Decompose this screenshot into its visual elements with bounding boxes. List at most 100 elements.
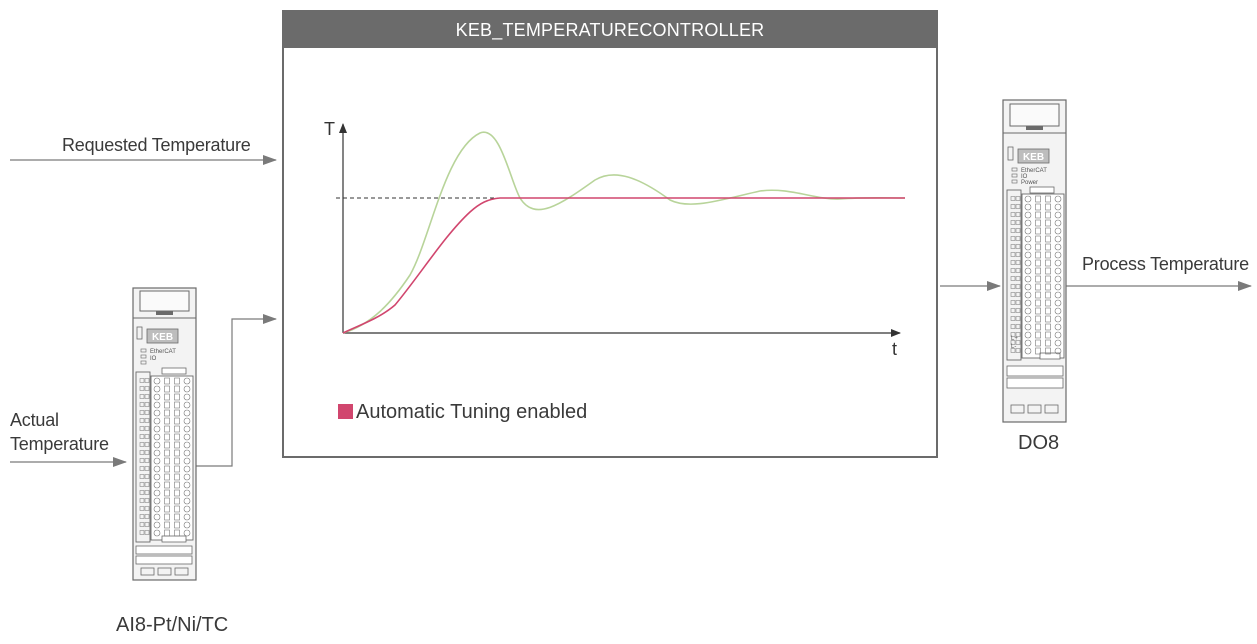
terminal-slot	[1045, 211, 1051, 219]
terminal-slot	[164, 529, 170, 537]
terminal-led	[1015, 340, 1021, 345]
terminal-slot	[1035, 259, 1041, 267]
terminal-slot	[1035, 235, 1041, 243]
terminal-led	[139, 410, 145, 415]
terminal-screw	[183, 417, 191, 425]
terminal-screw	[1024, 331, 1032, 339]
terminal-led	[1010, 300, 1016, 305]
terminal-screw	[183, 465, 191, 473]
actual-temperature-label-line1: Actual	[10, 410, 59, 430]
terminal-led	[139, 498, 145, 503]
terminal-slot	[174, 441, 180, 449]
terminal-slot	[174, 425, 180, 433]
terminal-screw	[1024, 283, 1032, 291]
terminal-led	[139, 434, 145, 439]
terminal-led	[1010, 340, 1016, 345]
terminal-slot	[174, 385, 180, 393]
terminal-screw	[153, 513, 161, 521]
terminal-led	[139, 466, 145, 471]
terminal-slot	[174, 433, 180, 441]
terminal-led	[1015, 244, 1021, 249]
terminal-led	[1015, 236, 1021, 241]
terminal-led	[139, 450, 145, 455]
terminal-slot	[174, 377, 180, 385]
terminal-slot	[1035, 251, 1041, 259]
terminal-slot	[1045, 203, 1051, 211]
terminal-led	[144, 530, 150, 535]
terminal-slot	[1045, 267, 1051, 275]
terminal-screw	[1054, 283, 1062, 291]
terminal-slot	[164, 521, 170, 529]
terminal-led	[139, 514, 145, 519]
output-module-brand: KEB	[1023, 152, 1044, 163]
terminal-led	[1015, 268, 1021, 273]
output-module-terminal-lplus: L+	[1011, 336, 1018, 342]
output-module-terminals	[1010, 195, 1062, 355]
terminal-slot	[1045, 195, 1051, 203]
terminal-screw	[183, 441, 191, 449]
terminal-led	[144, 506, 150, 511]
terminal-screw	[153, 449, 161, 457]
terminal-led	[144, 434, 150, 439]
terminal-screw	[1054, 339, 1062, 347]
terminal-slot	[164, 505, 170, 513]
untuned-response-curve	[342, 131, 906, 334]
terminal-led	[1010, 220, 1016, 225]
terminal-screw	[153, 393, 161, 401]
terminal-slot	[164, 481, 170, 489]
terminal-slot	[1035, 283, 1041, 291]
terminal-slot	[1035, 315, 1041, 323]
terminal-screw	[183, 409, 191, 417]
terminal-led	[1010, 228, 1016, 233]
terminal-slot	[164, 441, 170, 449]
input-module-status-ethercat: EtherCAT	[150, 349, 176, 355]
terminal-led	[139, 442, 145, 447]
terminal-slot	[174, 465, 180, 473]
output-module-terminal-lminus: L-	[1011, 344, 1016, 350]
terminal-slot	[1035, 267, 1041, 275]
terminal-slot	[1045, 347, 1051, 355]
terminal-led	[139, 474, 145, 479]
terminal-led	[1010, 324, 1016, 329]
terminal-slot	[1045, 235, 1051, 243]
terminal-slot	[1045, 299, 1051, 307]
terminal-led	[144, 426, 150, 431]
terminal-slot	[174, 473, 180, 481]
terminal-slot	[1045, 275, 1051, 283]
terminal-slot	[1035, 243, 1041, 251]
terminal-slot	[1045, 331, 1051, 339]
terminal-slot	[1045, 219, 1051, 227]
terminal-screw	[183, 529, 191, 537]
terminal-screw	[1024, 323, 1032, 331]
terminal-screw	[183, 393, 191, 401]
terminal-led	[1015, 348, 1021, 353]
terminal-led	[1010, 236, 1016, 241]
terminal-led	[1010, 292, 1016, 297]
terminal-slot	[174, 457, 180, 465]
terminal-led	[144, 514, 150, 519]
terminal-slot	[1035, 339, 1041, 347]
output-module	[1002, 99, 1067, 423]
actual-temperature-label-line2: Temperature	[10, 434, 109, 454]
terminal-screw	[183, 489, 191, 497]
terminal-slot	[1035, 347, 1041, 355]
terminal-led	[1015, 324, 1021, 329]
terminal-slot	[1045, 283, 1051, 291]
terminal-led	[144, 466, 150, 471]
input-module-connection-arrow	[196, 314, 277, 467]
requested-temperature-label: Requested Temperature	[62, 135, 251, 155]
terminal-led	[1010, 332, 1016, 337]
terminal-screw	[1024, 203, 1032, 211]
terminal-led	[144, 482, 150, 487]
terminal-led	[139, 530, 145, 535]
terminal-led	[1015, 292, 1021, 297]
output-module-status-ethercat: EtherCAT	[1021, 168, 1047, 174]
terminal-slot	[174, 497, 180, 505]
terminal-screw	[153, 417, 161, 425]
terminal-screw	[183, 505, 191, 513]
terminal-screw	[153, 497, 161, 505]
terminal-screw	[1024, 307, 1032, 315]
terminal-screw	[1024, 275, 1032, 283]
terminal-slot	[1045, 339, 1051, 347]
